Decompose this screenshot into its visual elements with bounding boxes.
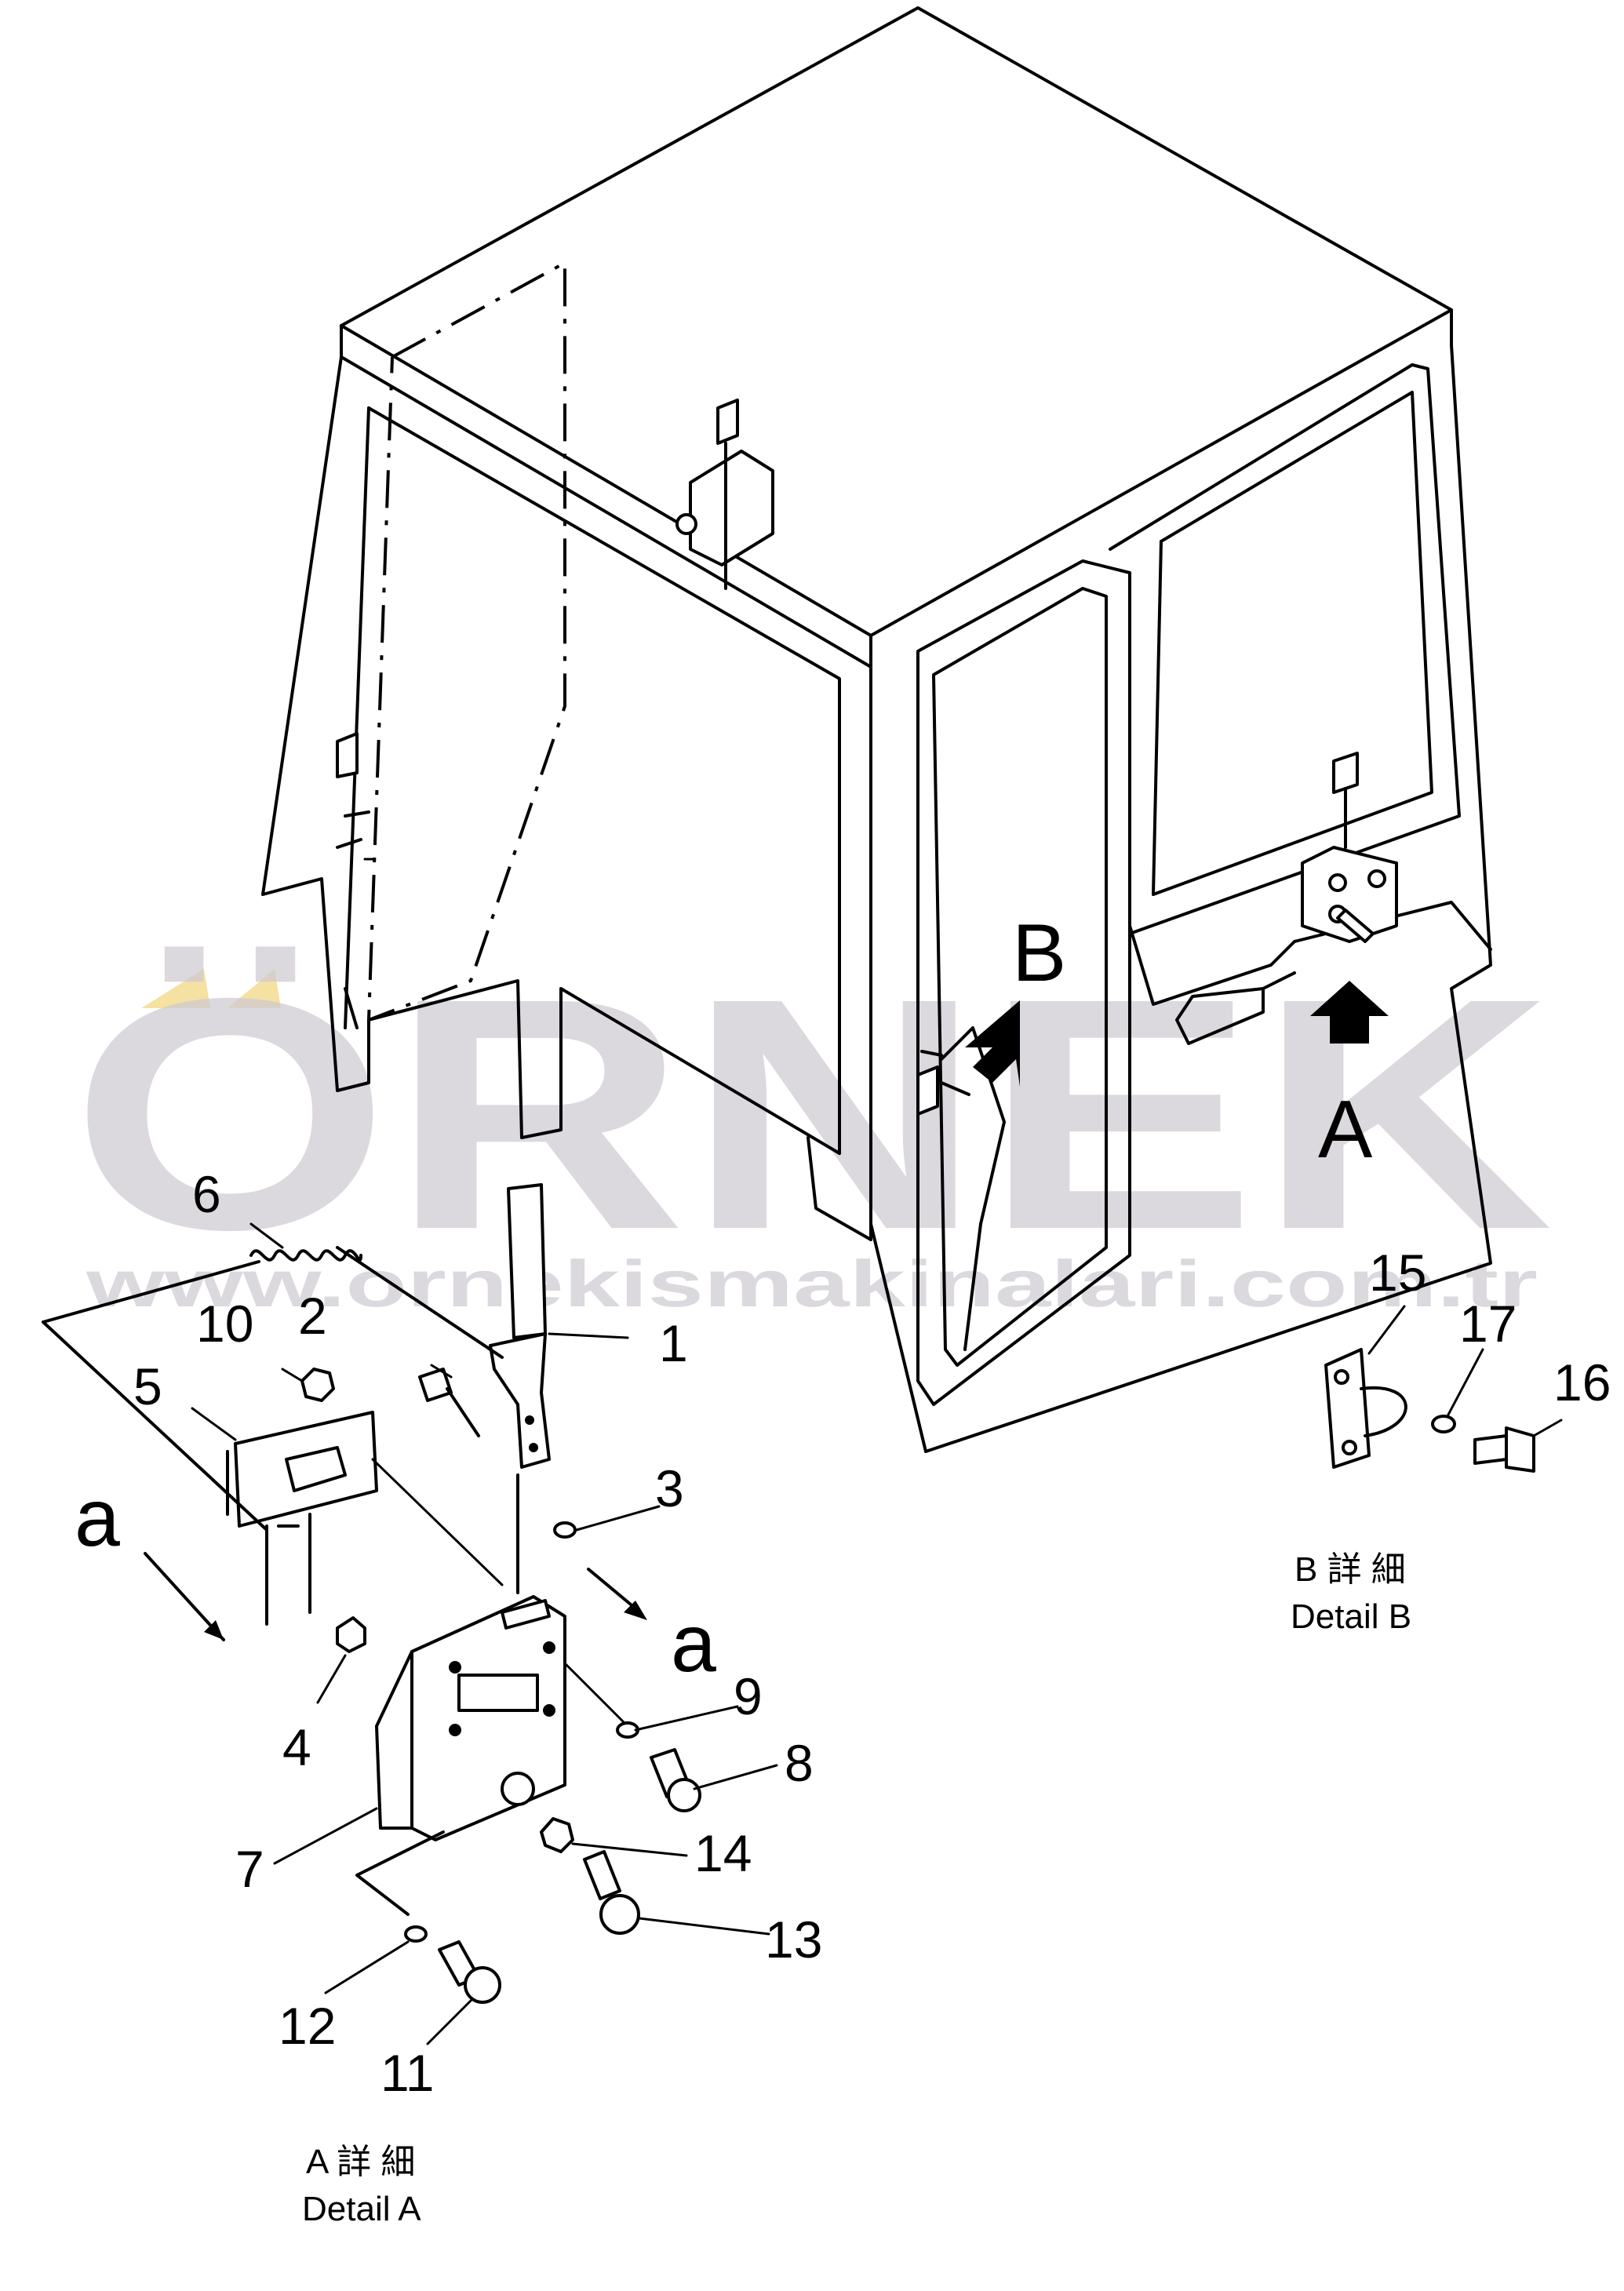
detail-b-caption-jp: B 詳 細 bbox=[1294, 1550, 1406, 1589]
watermark-logo-mark bbox=[141, 969, 210, 1008]
part-number-16: 16 bbox=[1553, 1353, 1611, 1411]
leader-lines bbox=[191, 858, 1563, 2045]
part-number-3: 3 bbox=[655, 1459, 684, 1517]
watermark: ÖRNEK www.ornekismakinalari.com.tr bbox=[71, 931, 1553, 1320]
captions: A 詳 細 Detail A B 詳 細 Detail B bbox=[302, 1550, 1411, 2228]
detail-a-caption-jp: A 詳 細 bbox=[306, 2143, 415, 2181]
section-a-label-left: a bbox=[75, 1473, 120, 1564]
part-number-14: 14 bbox=[694, 1824, 752, 1882]
view-arrow-a: A bbox=[1310, 981, 1389, 1175]
part-number-12: 12 bbox=[279, 1997, 336, 2055]
part-number-1: 1 bbox=[659, 1314, 688, 1372]
section-a-label-right: a bbox=[671, 1598, 716, 1689]
part-number-9: 9 bbox=[734, 1667, 763, 1725]
view-b-label: B bbox=[1012, 908, 1066, 999]
detail-a-drawing bbox=[42, 1183, 701, 2004]
part-number-11: 11 bbox=[381, 2044, 435, 2102]
view-a-label: A bbox=[1318, 1084, 1373, 1175]
part-number-15: 15 bbox=[1369, 1244, 1426, 1302]
part-number-7: 7 bbox=[235, 1840, 264, 1898]
part-number-2: 2 bbox=[298, 1287, 327, 1345]
detail-a-caption-en: Detail A bbox=[302, 2190, 421, 2228]
part-number-10: 10 bbox=[196, 1295, 253, 1353]
part-number-6: 6 bbox=[192, 1165, 221, 1223]
part-number-5: 5 bbox=[133, 1357, 162, 1415]
watermark-url: www.ornekismakinalari.com.tr bbox=[85, 1247, 1538, 1320]
part-number-13: 13 bbox=[765, 1910, 822, 1969]
detail-b-drawing bbox=[1324, 1348, 1535, 1473]
part-number-8: 8 bbox=[785, 1734, 814, 1792]
detail-b-caption-en: Detail B bbox=[1291, 1597, 1411, 1636]
part-number-17: 17 bbox=[1459, 1295, 1517, 1353]
cab-drawing bbox=[261, 6, 1492, 1453]
part-labels: 1 2 3 4 5 6 7 8 9 10 11 12 13 14 15 16 1… bbox=[75, 1165, 1611, 2102]
watermark-brand: ÖRNEK bbox=[71, 931, 1553, 1298]
view-arrow-b: B bbox=[965, 908, 1066, 1087]
part-number-4: 4 bbox=[282, 1718, 311, 1776]
